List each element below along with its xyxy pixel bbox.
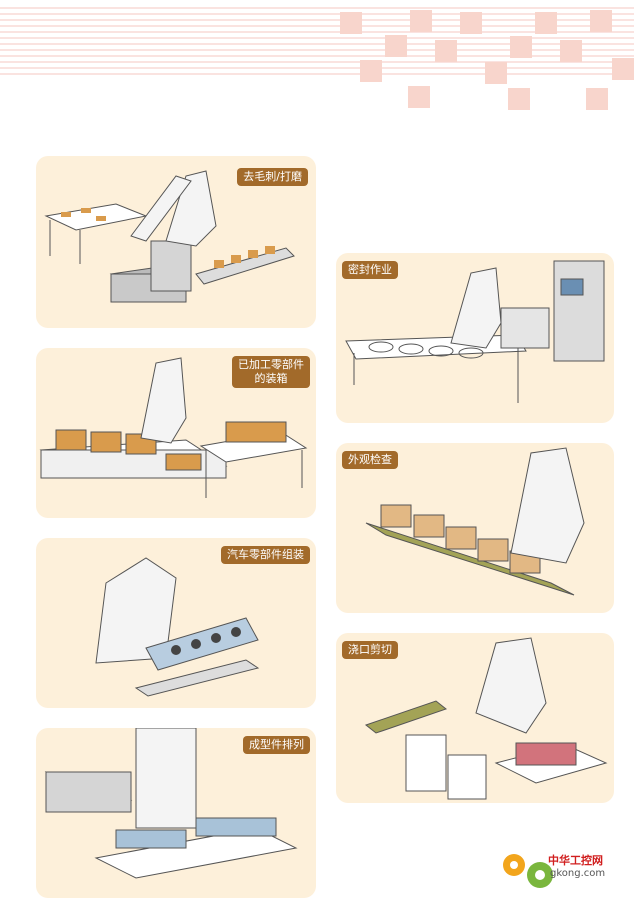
- card-label: 汽车零部件组装: [221, 546, 310, 564]
- robot-illustration: [95, 557, 260, 697]
- card-auto-assembly: 汽车零部件组装: [36, 538, 316, 708]
- logo-title: 中华工控网: [548, 854, 603, 867]
- robot-illustration: [44, 170, 295, 303]
- robot-illustration: [345, 260, 605, 403]
- card-gate-cutting: 浇口剪切: [336, 633, 614, 803]
- logo-url: gkong.com: [550, 868, 606, 879]
- card-label: 成型件排列: [243, 736, 310, 754]
- card-label: 外观检查: [342, 451, 398, 469]
- card-deburr: 去毛刺/打磨: [36, 156, 316, 328]
- card-sealing: 密封作业: [336, 253, 614, 423]
- header-decoration: [0, 7, 634, 110]
- robot-illustration: [39, 357, 308, 498]
- card-inspection: 外观检查: [336, 443, 614, 613]
- robot-illustration: [44, 728, 298, 879]
- card-label: 密封作业: [342, 261, 398, 279]
- gear-logo-icon: [503, 854, 553, 888]
- card-label: 已加工零部件 的装箱: [232, 356, 310, 388]
- card-label: 浇口剪切: [342, 641, 398, 659]
- robot-illustration: [364, 637, 608, 800]
- robot-illustration: [365, 447, 585, 596]
- card-arranging: 成型件排列: [36, 728, 316, 898]
- card-label: 去毛刺/打磨: [237, 168, 308, 186]
- card-boxing: 已加工零部件 的装箱: [36, 348, 316, 518]
